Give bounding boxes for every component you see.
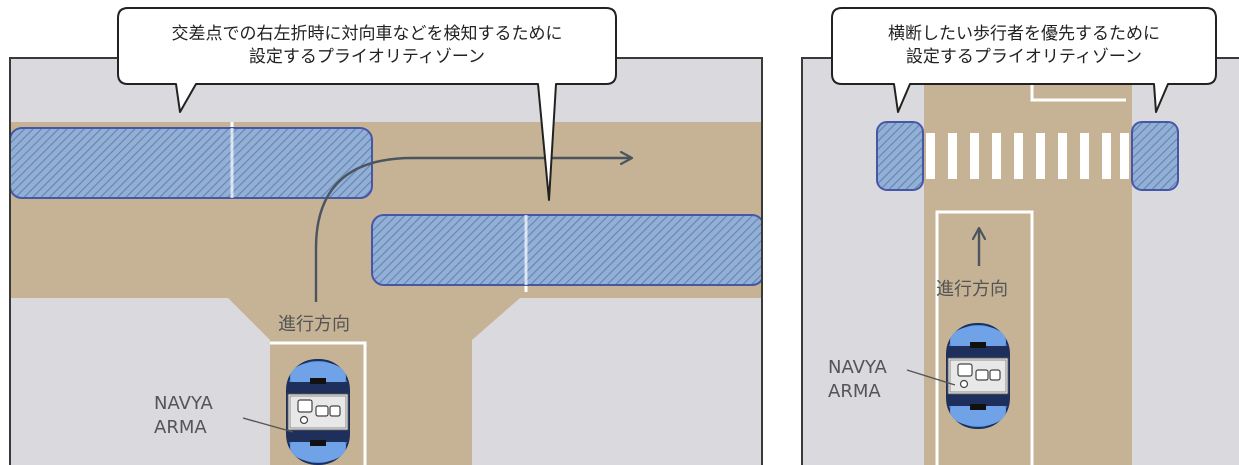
left-turn-arrow <box>314 158 632 302</box>
right-lane-marking-bottom <box>935 210 1034 465</box>
left-callout-bubble <box>117 7 617 201</box>
right-priority-zone-right <box>1131 121 1179 191</box>
left-lane-marking <box>270 341 367 465</box>
left-vehicle-pointer <box>242 417 294 433</box>
crosswalk <box>926 133 1129 179</box>
right-vehicle-label: NAVYA ARMA <box>828 357 887 402</box>
right-callout-bubble <box>831 7 1217 113</box>
left-road <box>10 122 762 465</box>
right-direction-label: 進行方向 <box>936 279 1008 300</box>
left-callout-text: 交差点での右左折時に対向車などを検知するために 設定するプライオリティゾーン <box>171 24 563 67</box>
right-priority-zone-left <box>876 121 924 191</box>
left-scene <box>9 7 763 465</box>
right-vehicle <box>946 323 1010 429</box>
left-vehicle-label: NAVYA ARMA <box>154 393 213 438</box>
right-vehicle-pointer <box>906 369 956 386</box>
left-priority-zone-1 <box>10 127 373 199</box>
right-lane-marking-top <box>1030 84 1126 102</box>
right-scene <box>801 7 1239 465</box>
left-direction-label: 進行方向 <box>278 314 350 335</box>
right-callout-text: 横断したい歩行者を優先するために 設定するプライオリティゾーン <box>888 24 1160 67</box>
left-priority-zone-2 <box>371 214 762 286</box>
left-vehicle <box>286 359 350 465</box>
